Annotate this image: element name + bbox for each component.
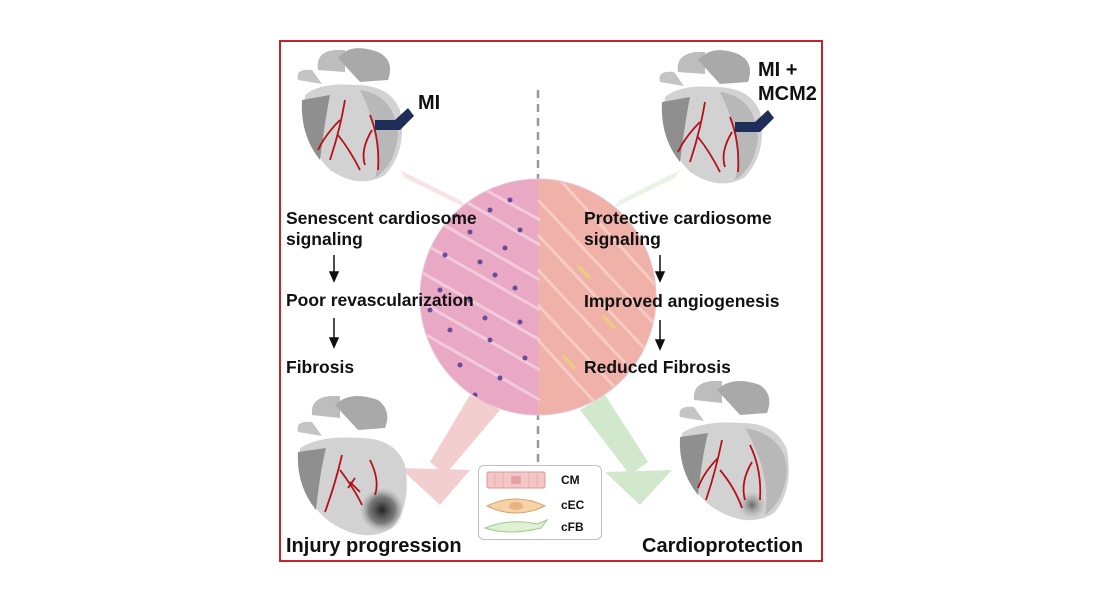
legend-label-cec: cEC: [561, 498, 585, 512]
right-connector: [610, 170, 680, 210]
outcome-injury: Injury progression: [286, 535, 462, 557]
heart-mi-icon: [297, 48, 414, 182]
mi-label: MI: [418, 92, 441, 114]
heart-protected-icon: [679, 381, 789, 521]
endothelial-cell-icon: [485, 498, 547, 514]
left-step-1: Senescent cardiosome signaling: [286, 208, 477, 249]
mi-mcm2-label: MI + MCM2: [758, 58, 817, 106]
flow-arrow-left-2: [328, 318, 340, 349]
heart-injury-icon: [297, 396, 407, 536]
legend-label-cfb: cFB: [561, 520, 584, 534]
heart-mi-mcm2-icon: [659, 50, 774, 184]
left-connector: [400, 170, 470, 210]
protect-arrow: [580, 395, 672, 505]
cardiomyocyte-icon: [486, 471, 546, 489]
injury-arrow: [400, 395, 500, 505]
cell-type-legend: CM cEC cFB: [478, 465, 602, 540]
fibroblast-icon: [483, 518, 549, 533]
left-step-3: Fibrosis: [286, 357, 355, 377]
flow-arrow-left-1: [328, 255, 340, 283]
right-step-1: Protective cardiosome signaling: [584, 208, 772, 249]
ligature-right: [735, 110, 774, 132]
right-step-2: Improved angiogenesis: [584, 291, 780, 311]
legend-label-cm: CM: [561, 473, 580, 487]
mi-mcm2-label-line2: MCM2: [758, 83, 817, 105]
mi-mcm2-label-line1: MI +: [758, 59, 798, 81]
outcome-cardioprotection: Cardioprotection: [642, 535, 804, 557]
right-step-3: Reduced Fibrosis: [584, 357, 731, 377]
flow-arrow-right-2: [654, 320, 666, 351]
flow-arrow-right-1: [654, 255, 666, 283]
ligature-left: [375, 108, 414, 130]
left-step-2: Poor revascularization: [286, 290, 474, 310]
